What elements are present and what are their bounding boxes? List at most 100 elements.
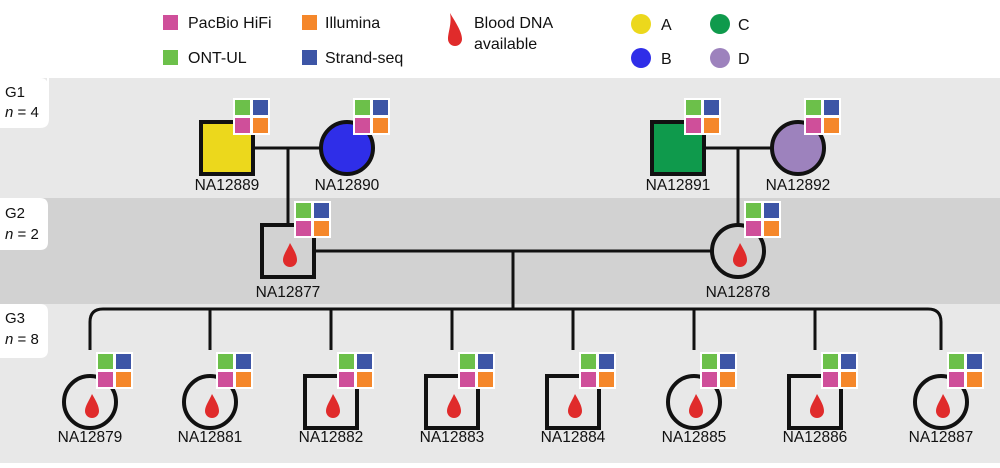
legend: PacBio HiFi Illumina ONT-UL Strand-seq B… [163,13,750,68]
gen-count: n = 4 [5,104,39,121]
individual-id-label: NA12883 [420,429,485,446]
individual-NA12886: NA12886 [783,352,858,446]
tech-square-ont [686,100,701,115]
individual-id-label: NA12881 [178,429,243,446]
tech-square-hifi [218,372,233,387]
tech-square-illumina [824,118,839,133]
tech-square-hifi [355,118,370,133]
gen-n-symbol: n [5,331,13,348]
tech-square-illumina [373,118,388,133]
gen-label-g3: G3 n = 8 [0,304,48,358]
tech-square-strand [478,354,493,369]
tech-square-ont [98,354,113,369]
individual-NA12882: NA12882 [299,352,374,446]
gen-label-g2: G2 n = 2 [0,198,48,250]
individual-id-label: NA12878 [706,284,771,301]
blood-drop-icon [447,394,461,418]
tech-square-strand [357,354,372,369]
tech-square-hifi [235,118,250,133]
tech-square-strand [314,203,329,218]
tech-square-hifi [949,372,964,387]
tech-square-strand [116,354,131,369]
gen-label-text: G2 [5,205,25,222]
tech-square-hifi [339,372,354,387]
tech-square-illumina [236,372,251,387]
tech-square-illumina [967,372,982,387]
female-circle-symbol [913,374,969,430]
tech-square-strand [704,100,719,115]
individual-NA12892: NA12892 [766,98,841,194]
swatch-illumina [302,15,317,30]
legend-blood-line1: Blood DNA [474,15,553,32]
tech-square-hifi [98,372,113,387]
individual-NA12879: NA12879 [58,352,133,446]
tech-square-hifi [460,372,475,387]
individual-id-label: NA12887 [909,429,974,446]
legend-illumina-label: Illumina [325,15,380,32]
gen-label-text: G1 [5,84,25,101]
female-circle-symbol [666,374,722,430]
tech-square-strand [967,354,982,369]
group-b-dot [631,48,651,68]
tech-square-hifi [581,372,596,387]
tech-square-illumina [599,372,614,387]
male-square-symbol [424,374,480,430]
individual-NA12891: NA12891 [646,98,721,194]
gen-n-value: = 2 [13,226,38,243]
individual-NA12877: NA12877 [256,201,331,301]
tech-square-illumina [478,372,493,387]
tech-square-strand [599,354,614,369]
legend-group-d: D [738,51,750,68]
tech-square-strand [236,354,251,369]
sibship-line [88,307,943,350]
male-square-symbol [303,374,359,430]
legend-blood-line2: available [474,36,537,53]
blood-drop-icon [568,394,582,418]
individual-NA12889: NA12889 [195,98,270,194]
individual-NA12890: NA12890 [315,98,390,194]
gen-count: n = 8 [5,331,39,348]
blood-drop-icon [733,243,747,267]
tech-square-ont [702,354,717,369]
individual-id-label: NA12879 [58,429,123,446]
group-c-dot [710,14,730,34]
legend-group-b: B [661,51,672,68]
tech-square-ont [355,100,370,115]
pedigree-lines [88,146,943,350]
individual-NA12884: NA12884 [541,352,616,446]
blood-drop-icon [448,13,462,46]
tech-square-strand [764,203,779,218]
gen-n-value: = 4 [13,104,38,121]
tech-square-illumina [253,118,268,133]
gen-label-text: G3 [5,310,25,327]
legend-group-a: A [661,17,672,34]
tech-square-ont [823,354,838,369]
female-circle-symbol [182,374,238,430]
group-a-dot [631,14,651,34]
blood-drop-icon [85,394,99,418]
tech-square-illumina [704,118,719,133]
tech-square-ont [949,354,964,369]
blood-drop-icon [283,243,297,267]
individual-id-label: NA12877 [256,284,321,301]
legend-group-c: C [738,17,750,34]
swatch-strand [302,50,317,65]
tech-square-ont [460,354,475,369]
tech-square-ont [235,100,250,115]
individual-NA12885: NA12885 [662,352,737,446]
legend-ont-label: ONT-UL [188,50,247,67]
tech-square-ont [806,100,821,115]
blood-drop-icon [205,394,219,418]
female-circle-symbol [710,223,766,279]
gen-label-g1: G1 n = 4 [0,78,49,128]
tech-square-illumina [764,221,779,236]
tech-square-hifi [823,372,838,387]
legend-strand-label: Strand-seq [325,50,403,67]
tech-square-strand [720,354,735,369]
tech-square-strand [373,100,388,115]
band-g1 [0,78,1000,198]
tech-square-illumina [116,372,131,387]
